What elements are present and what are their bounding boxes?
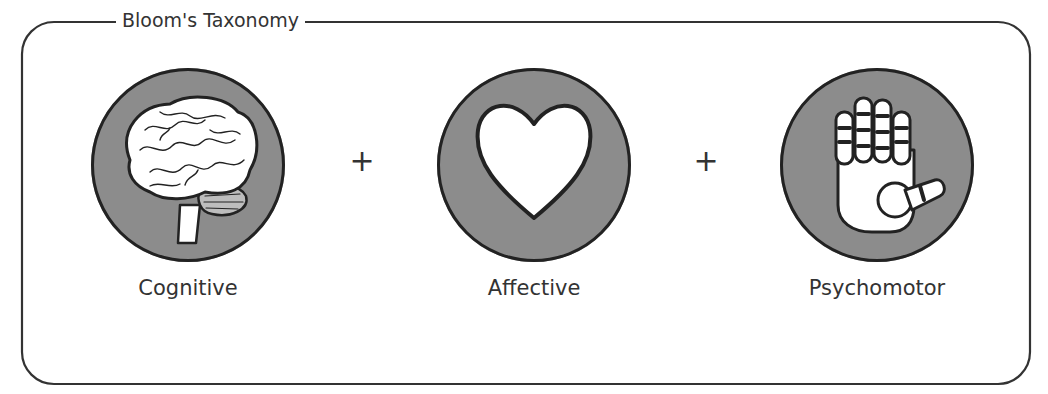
circle-outline — [439, 70, 630, 261]
disc — [91, 68, 285, 262]
circle-outline — [437, 68, 631, 262]
domain-circle: Affective — [437, 68, 631, 262]
domain-label: Cognitive — [138, 276, 237, 300]
diagram-title: Bloom's Taxonomy — [116, 9, 305, 31]
circle-outline — [780, 68, 974, 262]
brain-icon — [127, 97, 257, 243]
frame — [22, 22, 1030, 384]
disc — [780, 68, 974, 262]
domain-circle: Cognitive — [91, 68, 285, 262]
circle-outline — [782, 70, 973, 261]
domain-label: Affective — [488, 276, 581, 300]
domain-label: Psychomotor — [809, 276, 945, 300]
hand-icon — [836, 98, 944, 232]
plus-sign: + — [693, 143, 718, 178]
disc — [437, 68, 631, 262]
circle-outline — [93, 70, 284, 261]
plus-sign: + — [349, 143, 374, 178]
heart-icon — [478, 106, 591, 218]
domain-circle: Psychomotor — [780, 68, 974, 262]
circle-outline — [91, 68, 285, 262]
